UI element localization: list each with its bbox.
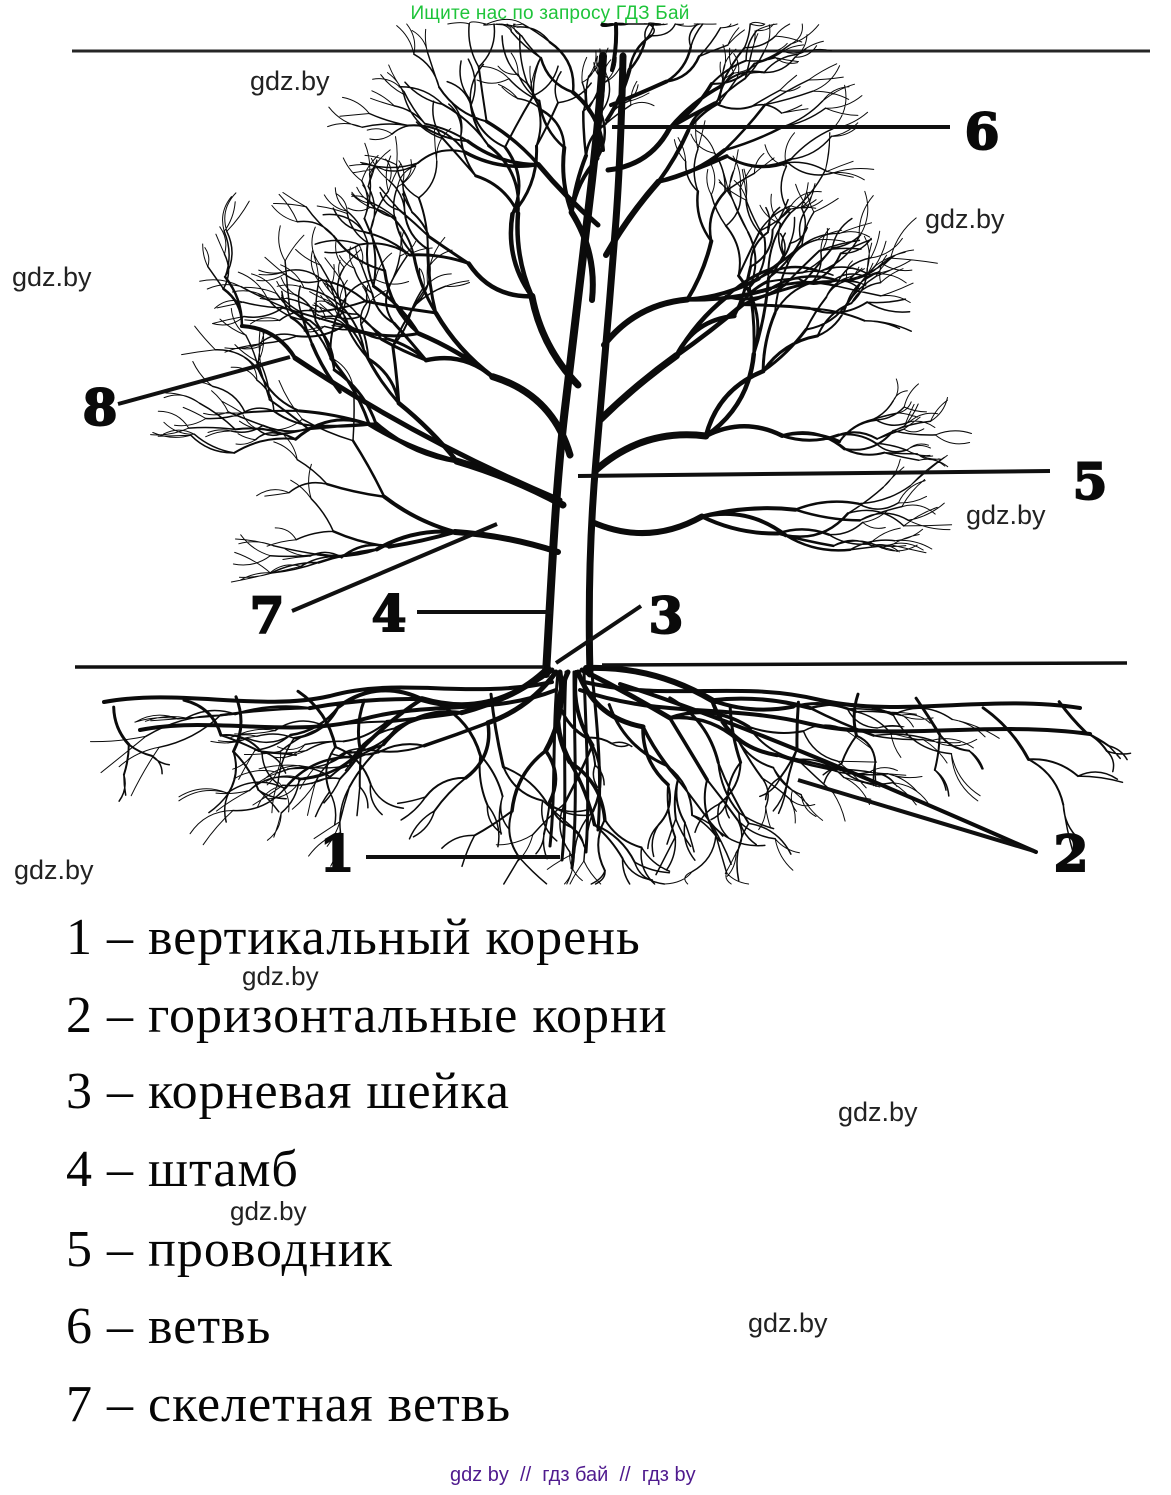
watermark: gdz.by [748, 1308, 828, 1338]
leader-3 [554, 604, 643, 665]
ground-line [75, 661, 1128, 669]
ground-line-right [601, 661, 1128, 667]
diagram-label-7: 7 [250, 586, 285, 645]
diagram-label-3: 3 [649, 586, 684, 645]
tree-stroke-group [418, 178, 715, 709]
footer-watermark-line: gdz by // гдз бай // гдз by [450, 1464, 696, 1486]
tree-canopy-and-roots [90, 18, 1132, 885]
legend-row-2: 2 – горизонтальные корни [66, 987, 668, 1044]
watermark: gdz.by [250, 66, 330, 96]
legend-row-7: 7 – скелетная ветвь [66, 1376, 512, 1433]
diagram-label-1: 1 [320, 824, 355, 883]
diagram-label-2: 2 [1054, 824, 1089, 883]
leader-2 [797, 778, 1035, 853]
watermark: gdz.by [14, 855, 94, 885]
watermark: gdz.by [966, 500, 1046, 530]
watermark: gdz.by [242, 961, 319, 991]
legend-row-3: 3 – корневая шейка [66, 1063, 510, 1120]
legend-row-6: 6 – ветвь [66, 1298, 272, 1355]
diagram-label-4: 4 [372, 584, 407, 643]
leader-7 [291, 522, 498, 613]
watermark: gdz.by [838, 1097, 918, 1127]
tree-diagram: 1 2 3 4 5 6 7 8 [72, 18, 1150, 885]
diagram-label-6: 6 [965, 102, 1000, 161]
diagram-label-5: 5 [1073, 452, 1108, 511]
promo-banner: Ищите нас по запросу ГДЗ Бай [410, 3, 690, 24]
legend-row-4: 4 – штамб [66, 1141, 299, 1198]
diagram-number-labels: 1 2 3 4 5 6 7 8 [82, 101, 1109, 884]
tree-stroke-group [310, 82, 751, 827]
diagram-label-8: 8 [83, 378, 118, 437]
watermark: gdz.by [925, 204, 1005, 234]
leader-lines [117, 125, 1051, 859]
leader-5 [577, 469, 1051, 478]
tree-stroke-group [112, 144, 1088, 870]
watermark: gdz.by [230, 1196, 307, 1226]
legend-row-1: 1 – вертикальный корень [66, 909, 641, 966]
leader-8 [117, 355, 291, 406]
watermark: gdz.by [12, 262, 92, 292]
tree-stroke-group [542, 52, 607, 678]
tree-stroke-group [366, 211, 785, 464]
legend-row-5: 5 – проводник [66, 1221, 393, 1278]
